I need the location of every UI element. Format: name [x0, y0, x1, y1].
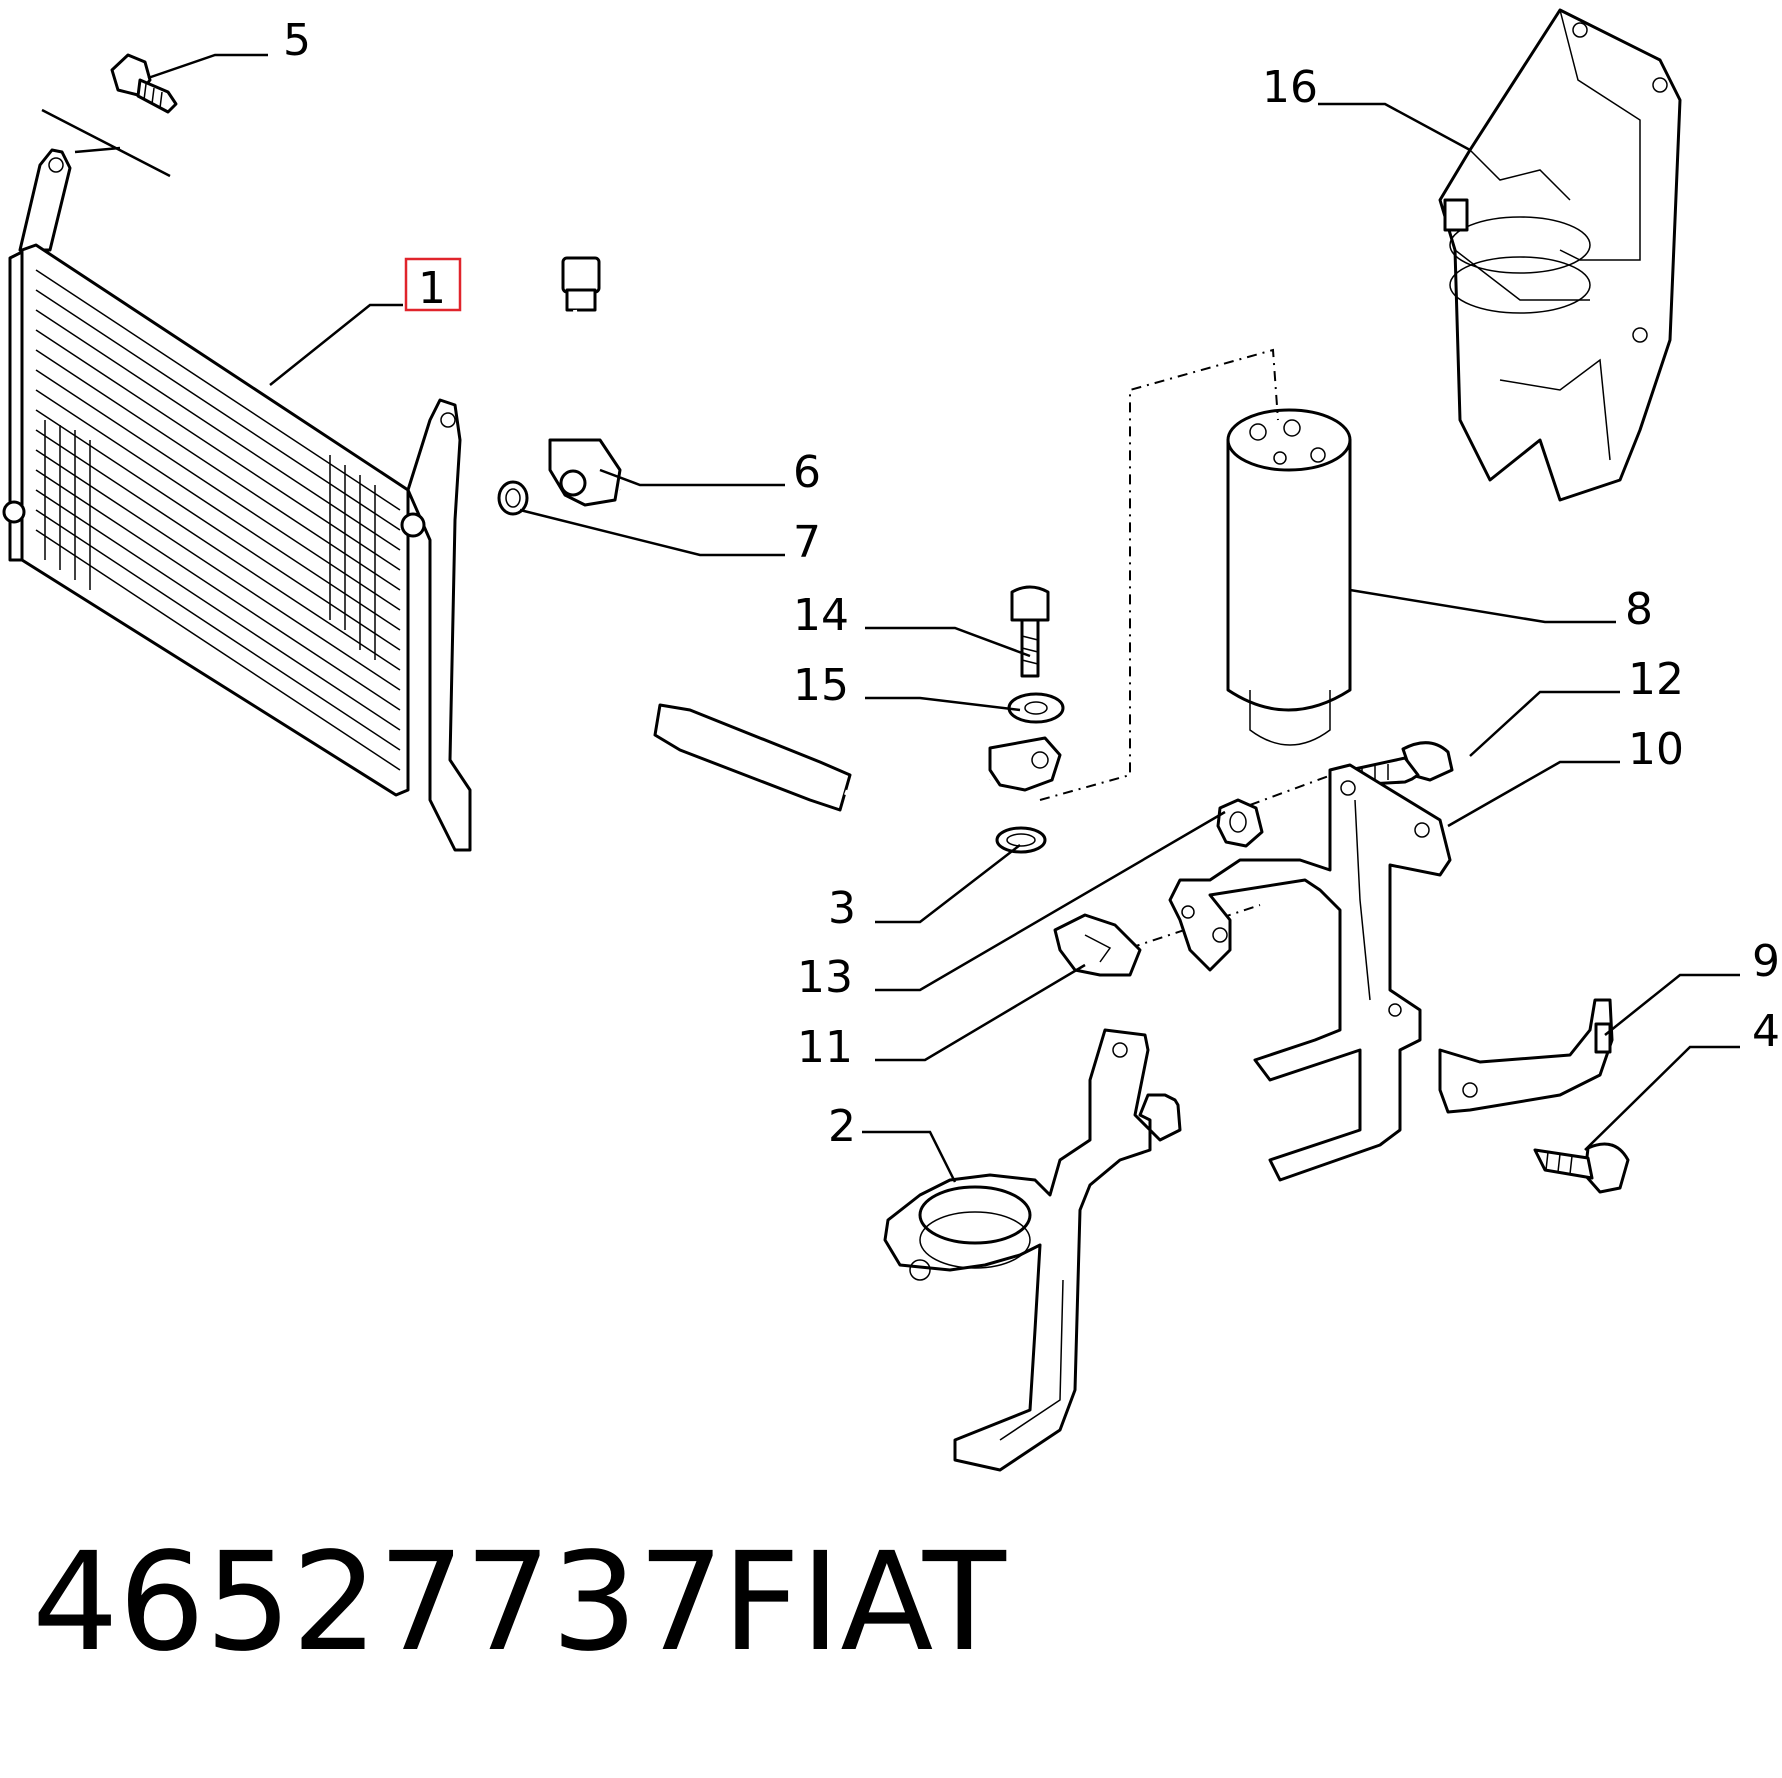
callout-9[interactable]: 9	[1752, 936, 1780, 987]
callout-7[interactable]: 7	[793, 517, 821, 568]
callout-8[interactable]: 8	[1625, 584, 1653, 635]
callout-16[interactable]: 16	[1262, 62, 1318, 113]
bolt-part-4	[1533, 1142, 1630, 1194]
nut-part-13	[1216, 798, 1264, 848]
highlight-box	[404, 257, 462, 312]
bracket-part-10	[1168, 763, 1452, 1182]
bolt-part-5	[110, 53, 178, 114]
callout-10[interactable]: 10	[1628, 724, 1684, 775]
callout-4[interactable]: 4	[1752, 1006, 1780, 1057]
callout-11[interactable]: 11	[797, 1022, 853, 1073]
washer-part-15	[1007, 692, 1065, 724]
callout-15[interactable]: 15	[793, 660, 849, 711]
receiver-drier-part-8	[1226, 408, 1352, 746]
clip-part-11	[1053, 913, 1142, 977]
bolt-part-12	[1348, 741, 1454, 787]
callout-14[interactable]: 14	[793, 590, 849, 641]
guide-lines	[1039, 348, 1346, 949]
pipe-part-6	[548, 256, 1062, 850]
condenser-part-1	[2, 108, 472, 852]
callout-1[interactable]: 1	[418, 263, 446, 314]
bolt-part-14	[1010, 585, 1050, 678]
callout-12[interactable]: 12	[1628, 654, 1684, 705]
callout-5[interactable]: 5	[283, 15, 311, 66]
bracket-part-2	[883, 1028, 1182, 1472]
callout-13[interactable]: 13	[797, 952, 853, 1003]
leader-lines	[147, 53, 1740, 1183]
seal-ring-part-7	[497, 480, 529, 516]
brand-name-text: FIAT	[722, 1524, 1006, 1682]
callout-2[interactable]: 2	[828, 1101, 856, 1152]
callout-labels: 1 2 3 4 5 6 7 8 9 10 11 12 13 14 15 16	[283, 15, 1780, 1152]
cover-part-16	[1438, 8, 1682, 502]
strap-part-9	[1438, 998, 1614, 1114]
callout-6[interactable]: 6	[793, 447, 821, 498]
seal-ring-part-3	[995, 826, 1047, 854]
part-number-text: 46527737	[32, 1524, 725, 1682]
callout-3[interactable]: 3	[828, 883, 856, 934]
